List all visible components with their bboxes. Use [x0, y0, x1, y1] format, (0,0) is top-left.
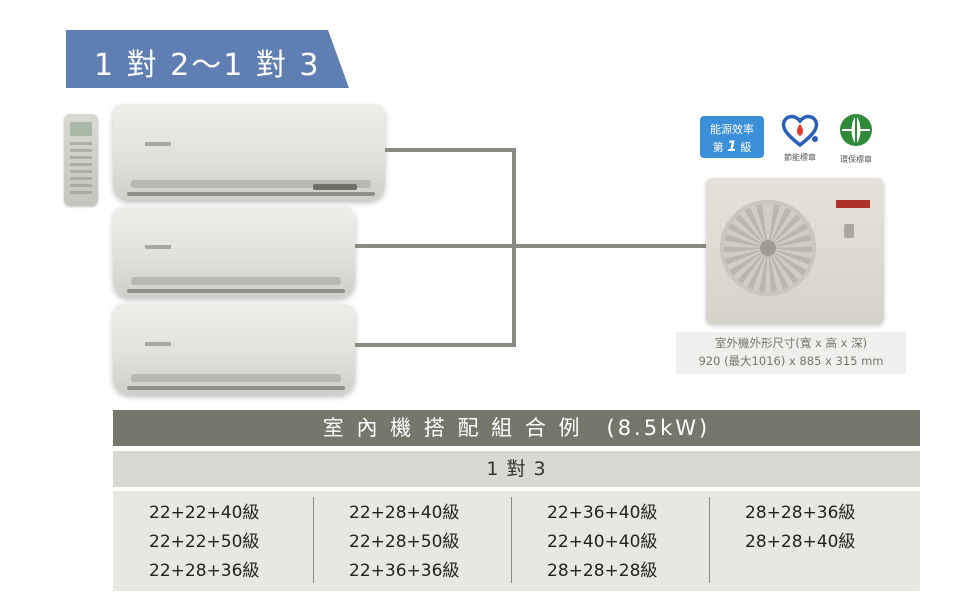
- energy-badge-line1: 能源效率: [710, 123, 754, 136]
- outdoor-dimensions-caption: 室外機外形尺寸(寬 x 高 x 深) 920 (最大1016) x 885 x …: [676, 332, 906, 374]
- energy-efficiency-badge: 能源效率 第 1 級: [700, 116, 764, 158]
- table-cell: 28+28+36級: [745, 503, 856, 523]
- pipe-unit2-horizontal: [355, 244, 516, 248]
- indoor-unit-3: [113, 304, 355, 394]
- outdoor-unit-image: [706, 178, 884, 324]
- table-cell: 28+28+40級: [745, 532, 856, 552]
- banner-shape: [66, 30, 349, 88]
- table-cell: 22+28+40級: [349, 503, 460, 523]
- pipe-to-outdoor: [512, 244, 718, 248]
- indoor-unit-2: [113, 207, 355, 297]
- column-divider: [709, 497, 710, 583]
- fan-icon: [720, 200, 816, 296]
- table-column-2: 22+28+40級 22+28+50級 22+36+36級: [313, 499, 511, 586]
- remote-control-image: [64, 114, 98, 206]
- indoor-unit-1: [113, 104, 385, 200]
- table-cell: 22+28+50級: [349, 532, 460, 552]
- table-cell: 22+36+36級: [349, 561, 460, 581]
- table-column-4: 28+28+36級 28+28+40級: [709, 499, 907, 557]
- globe-leaf-eco-icon: [840, 114, 872, 146]
- pipe-unit1-horizontal: [385, 148, 516, 152]
- table-cell: 22+22+50級: [149, 532, 260, 552]
- eco-label: 環保標章: [840, 155, 872, 164]
- heart-energy-saving-icon: [781, 114, 819, 148]
- table-cell: 22+22+40級: [149, 503, 260, 523]
- title-banner: 1 對 2～1 對 3: [66, 30, 349, 88]
- table-cell: 28+28+28級: [547, 561, 658, 581]
- dims-line1: 室外機外形尺寸(寬 x 高 x 深): [714, 336, 868, 350]
- table-cell: 22+28+36級: [149, 561, 260, 581]
- combination-table-body: 22+22+40級 22+22+50級 22+28+36級 22+28+40級 …: [113, 491, 920, 591]
- combination-table-header: 室 內 機 搭 配 組 合 例 (8.5kW): [113, 410, 920, 446]
- table-cell: 22+36+40級: [547, 503, 658, 523]
- table-column-3: 22+36+40級 22+40+40級 28+28+28級: [511, 499, 709, 586]
- saving-label: 節能標章: [784, 153, 816, 162]
- energy-saving-mark: 節能標章: [774, 112, 826, 163]
- pipe-unit3-horizontal: [355, 343, 516, 347]
- eco-mark: 環保標章: [830, 110, 882, 165]
- banner-title: 1 對 2～1 對 3: [94, 48, 321, 83]
- combination-table-subheader: 1 對 3: [113, 451, 920, 487]
- column-divider: [511, 497, 512, 583]
- dims-line2: 920 (最大1016) x 885 x 315 mm: [698, 354, 884, 368]
- column-divider: [313, 497, 314, 583]
- table-column-1: 22+22+40級 22+22+50級 22+28+36級: [113, 499, 311, 586]
- energy-badge-line2: 第 1 級: [712, 139, 752, 155]
- table-cell: 22+40+40級: [547, 532, 658, 552]
- energy-grade: 1: [727, 139, 737, 155]
